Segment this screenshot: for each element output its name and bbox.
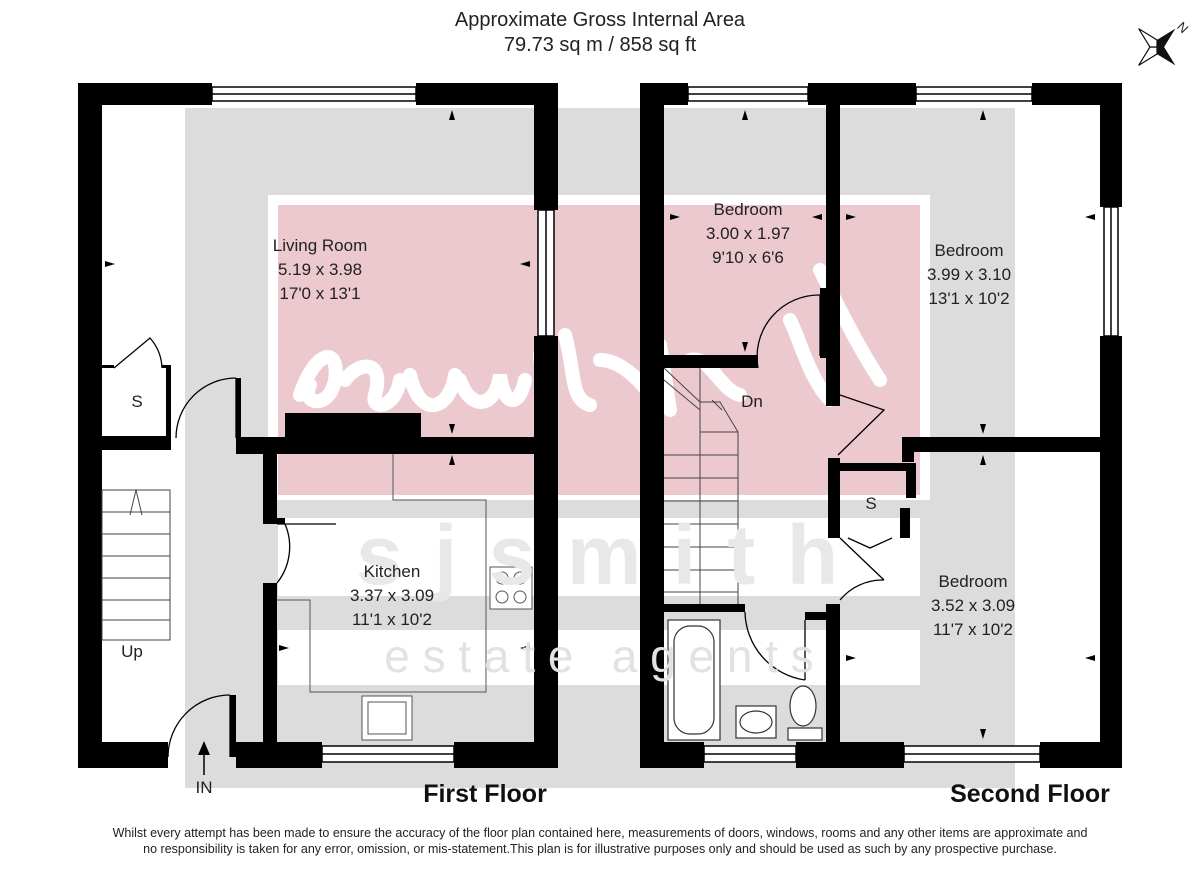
bedroom-third-label: Bedroom 3.52 x 3.09 11'7 x 10'2 [883, 570, 1063, 642]
second-floor-title: Second Floor [950, 780, 1110, 808]
second-floor-doors [744, 294, 893, 681]
entrance-arrow-icon [198, 741, 210, 775]
kitchen-metric: 3.37 x 3.09 [349, 586, 435, 605]
living-room-imperial: 17'0 x 13'1 [279, 284, 361, 303]
first-floor-stairs [101, 489, 171, 641]
bedroom-large-imperial: 13'1 x 10'2 [928, 289, 1010, 308]
bedroom-third-metric: 3.52 x 3.09 [930, 596, 1016, 615]
watermark-brand-name: s j s m i t h [355, 508, 843, 602]
watermark-tagline: e s t a t e a g e n t s [384, 630, 814, 682]
kitchen-imperial: 11'1 x 10'2 [352, 610, 432, 629]
disclaimer-line-2: no responsibility is taken for any error… [143, 842, 1057, 856]
kitchen-label: Kitchen 3.37 x 3.09 11'1 x 10'2 [302, 560, 482, 632]
bedroom-large-label: Bedroom 3.99 x 3.10 13'1 x 10'2 [879, 239, 1059, 311]
bedroom-large-name: Bedroom [934, 241, 1004, 260]
second-floor-dimension-markers [670, 110, 1095, 739]
disclaimer-line-1: Whilst every attempt has been made to en… [112, 826, 1088, 840]
first-floor-windows [211, 86, 555, 763]
second-floor-stairs-label: Dn [741, 392, 763, 411]
compass-north-icon [1138, 28, 1176, 66]
bedroom-small-metric: 3.00 x 1.97 [705, 224, 791, 243]
bedroom-third-imperial: 11'7 x 10'2 [933, 620, 1013, 639]
second-floor-stairs [663, 367, 739, 604]
living-room-name: Living Room [272, 236, 368, 255]
second-floor-windows [687, 86, 1119, 763]
bedroom-large-metric: 3.99 x 3.10 [926, 265, 1012, 284]
first-floor-dimension-markers [105, 110, 530, 651]
bedroom-small-label: Bedroom 3.00 x 1.97 9'10 x 6'6 [658, 198, 838, 270]
second-floor-store-label: S [865, 494, 877, 513]
first-floor-doors [113, 337, 336, 758]
area-value: 79.73 sq m / 858 sq ft [503, 34, 697, 56]
living-room-label: Living Room 5.19 x 3.98 17'0 x 13'1 [230, 234, 410, 306]
kitchen-fittings [277, 454, 533, 741]
bathroom-fittings [667, 619, 823, 741]
first-floor-stairs-label: Up [121, 642, 143, 661]
area-title: Approximate Gross Internal Area [454, 9, 746, 31]
first-floor-title: First Floor [423, 780, 547, 808]
first-floor-walls [78, 83, 558, 768]
living-room-metric: 5.19 x 3.98 [277, 260, 363, 279]
disclaimer: Whilst every attempt has been made to en… [0, 825, 1200, 857]
first-floor-store-label: S [131, 392, 143, 411]
entrance-label: IN [195, 778, 213, 797]
bedroom-third-name: Bedroom [938, 572, 1008, 591]
kitchen-name: Kitchen [363, 562, 421, 581]
bedroom-small-name: Bedroom [713, 200, 783, 219]
second-floor-walls [640, 83, 1122, 768]
area-heading: Approximate Gross Internal Area 79.73 sq… [0, 8, 1200, 58]
bedroom-small-imperial: 9'10 x 6'6 [712, 248, 784, 267]
toilet [787, 727, 823, 741]
